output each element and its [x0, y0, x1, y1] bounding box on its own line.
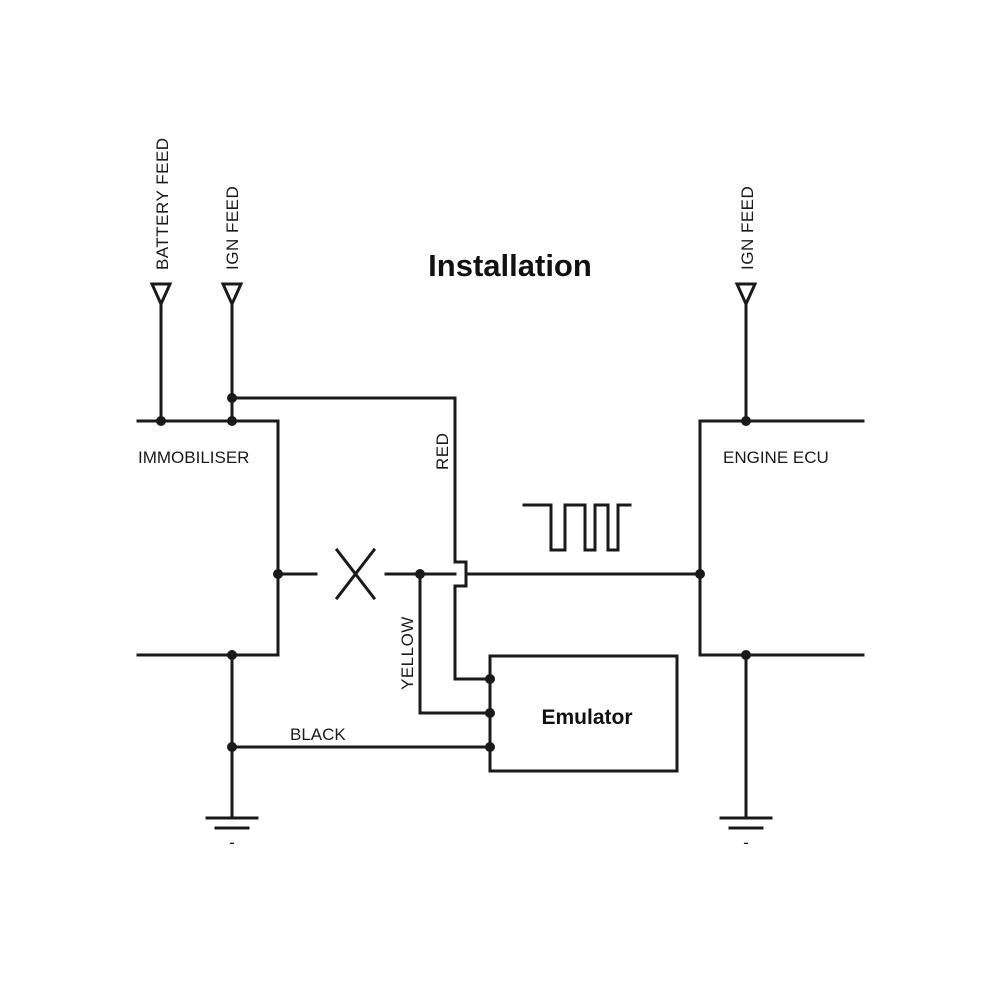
yellow-wire-label: YELLOW — [398, 616, 417, 690]
red-wire-crossover — [453, 560, 468, 588]
red-wire-label: RED — [433, 433, 452, 470]
red-wire-upper — [230, 396, 457, 564]
battery-feed-label: BATTERY FEED — [153, 137, 172, 270]
junction-dots — [156, 393, 751, 752]
junction-dot — [227, 393, 237, 403]
junction-dot — [227, 742, 237, 752]
junction-dot — [415, 569, 425, 579]
pulse-waveform-icon — [522, 503, 632, 552]
junction-dot — [695, 569, 705, 579]
red-wire-lower — [453, 584, 492, 681]
ign-feed-left-label: IGN FEED — [223, 186, 242, 270]
ign-feed-right-label: IGN FEED — [738, 186, 757, 270]
yellow-wire — [418, 572, 492, 715]
immobiliser-label: IMMOBILISER — [138, 448, 249, 467]
junction-dot — [741, 416, 751, 426]
ground-left-sign: - — [229, 833, 235, 852]
emulator-terminal-black — [485, 742, 495, 752]
engine-ecu-outline — [698, 419, 865, 657]
junction-dot — [227, 650, 237, 660]
engine-ecu-label: ENGINE ECU — [723, 448, 829, 467]
ign-feed-right-terminal-icon — [734, 282, 758, 308]
emulator-terminal-yellow — [485, 708, 495, 718]
junction-dot — [273, 569, 283, 579]
black-wire-label: BLACK — [290, 725, 346, 744]
battery-feed-terminal-icon — [149, 282, 173, 308]
diagram-title: Installation — [428, 248, 592, 283]
junction-dot — [227, 416, 237, 426]
ground-right-icon — [719, 816, 773, 830]
ground-left-icon — [205, 816, 259, 830]
immobiliser-outline — [136, 419, 280, 657]
ground-right-sign: - — [743, 833, 749, 852]
junction-dot — [156, 416, 166, 426]
ign-feed-left-terminal-icon — [220, 282, 244, 308]
junction-dot — [741, 650, 751, 660]
cut-wire-icon — [334, 547, 377, 601]
emulator-label: Emulator — [541, 706, 632, 729]
emulator-terminal-red — [485, 674, 495, 684]
